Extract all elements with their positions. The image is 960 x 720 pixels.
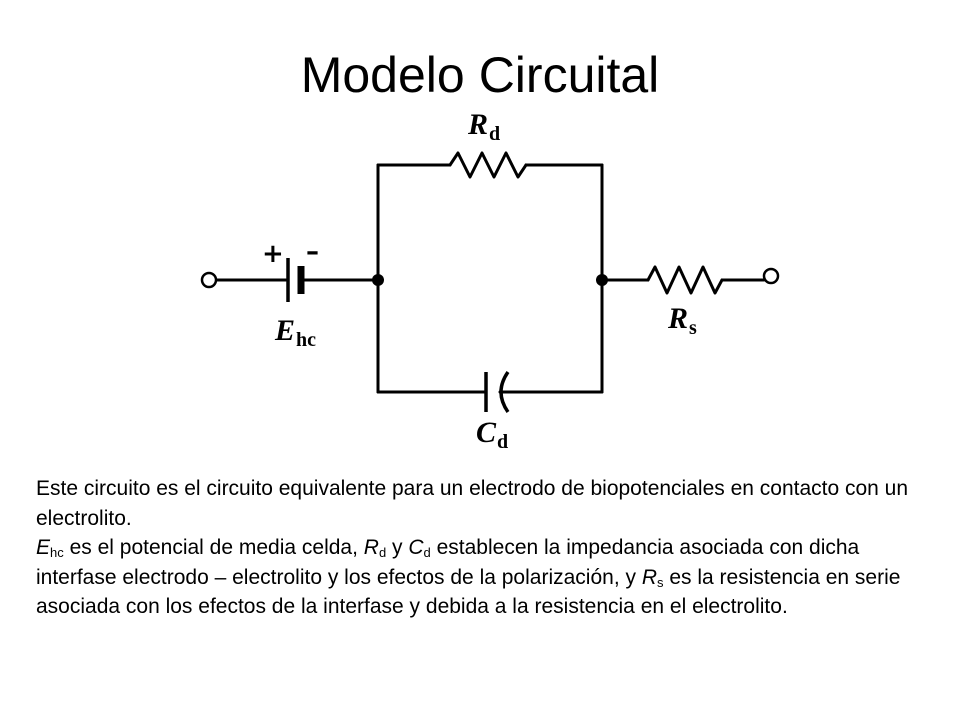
symbol-rs: R <box>641 565 657 589</box>
description-paragraph-1: Este circuito es el circuito equivalente… <box>36 477 909 530</box>
resistor-rd <box>448 151 528 179</box>
description-text: Este circuito es el circuito equivalente… <box>36 474 936 622</box>
description-paragraph-2: Ehc es el potencial de media celda, Rd y… <box>36 536 901 618</box>
resistor-rs <box>646 265 724 295</box>
circuit-diagram: Rd Rs Cd Ehc + – <box>200 108 780 453</box>
terminal-left <box>200 271 218 289</box>
label-plus: + <box>262 239 284 269</box>
terminal-right <box>762 267 780 285</box>
capacitor-plate-curved <box>499 370 510 414</box>
symbol-rd: R <box>363 536 379 559</box>
title-word-circuital: Circuital <box>478 47 660 103</box>
label-ehc: Ehc <box>274 314 316 351</box>
junction-left <box>372 274 384 286</box>
label-rd: Rd <box>467 108 500 145</box>
title-word-modelo: Modelo <box>300 47 465 103</box>
label-minus: – <box>306 237 319 267</box>
junction-right <box>596 274 608 286</box>
symbol-ehc: E <box>36 536 51 559</box>
label-cd: Cd <box>476 416 508 453</box>
symbol-cd: C <box>408 536 424 559</box>
label-rs: Rs <box>667 302 697 339</box>
